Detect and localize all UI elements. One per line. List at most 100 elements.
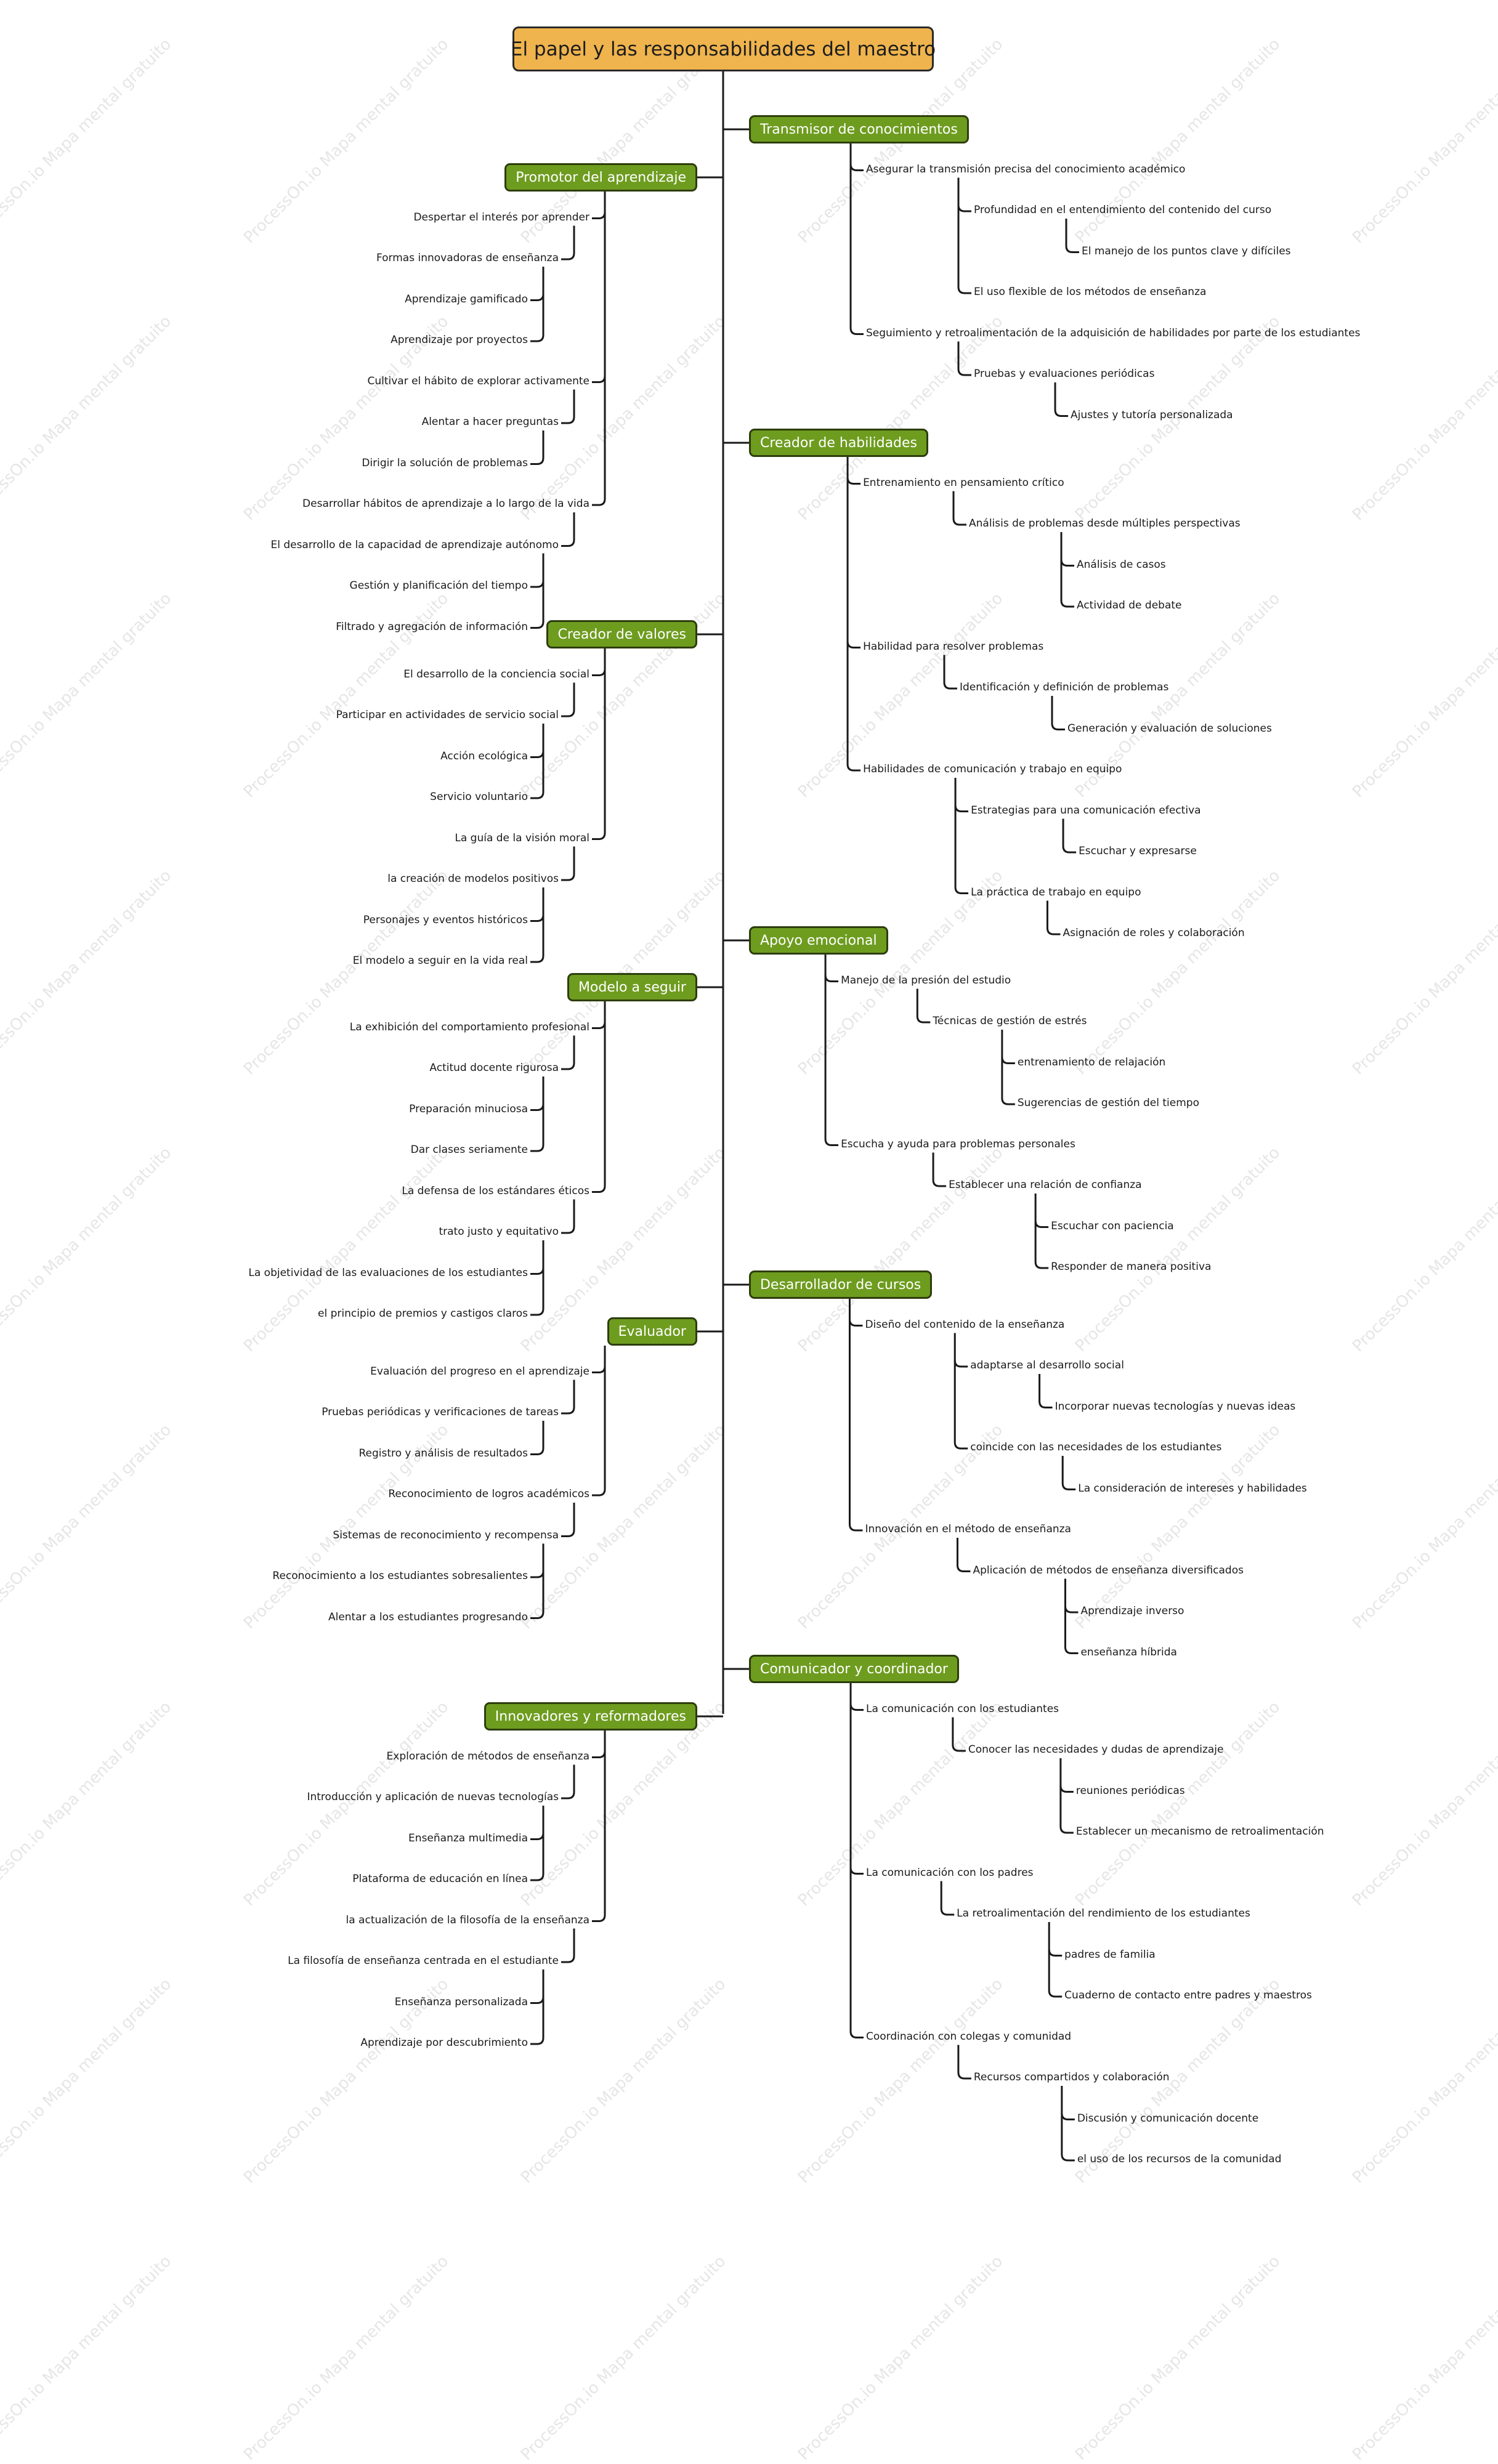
topic-node[interactable]: Profundidad en el entendimiento del cont… — [974, 204, 1272, 216]
topic-node[interactable]: Preparación minuciosa — [409, 1102, 528, 1115]
topic-node[interactable]: Evaluación del progreso en el aprendizaj… — [370, 1365, 589, 1378]
topic-node[interactable]: El modelo a seguir en la vida real — [352, 955, 528, 967]
topic-node[interactable]: trato justo y equitativo — [439, 1226, 559, 1238]
topic-node[interactable]: Filtrado y agregación de información — [336, 620, 528, 633]
topic-node[interactable]: Establecer un mecanismo de retroalimenta… — [1075, 1825, 1324, 1838]
branch-node[interactable]: Apoyo emocional — [749, 926, 888, 955]
topic-node[interactable]: Gestión y planificación del tiempo — [349, 580, 528, 592]
branch-node[interactable]: Innovadores y reformadores — [484, 1702, 697, 1731]
topic-node[interactable]: La guía de la visión moral — [455, 831, 589, 844]
topic-node[interactable]: Actividad de debate — [1077, 599, 1182, 612]
topic-node[interactable]: Escuchar con paciencia — [1051, 1219, 1174, 1232]
topic-node[interactable]: la creación de modelos positivos — [387, 873, 559, 885]
topic-node[interactable]: Cuaderno de contacto entre padres y maes… — [1064, 1989, 1312, 2001]
topic-node[interactable]: Acción ecológica — [440, 749, 528, 762]
topic-node[interactable]: Identificación y definición de problemas — [959, 681, 1169, 693]
topic-node[interactable]: Enseñanza multimedia — [408, 1832, 528, 1844]
topic-node[interactable]: Pruebas y evaluaciones periódicas — [974, 368, 1155, 380]
topic-node[interactable]: Reconocimiento a los estudiantes sobresa… — [272, 1570, 528, 1582]
topic-node[interactable]: Servicio voluntario — [430, 791, 528, 803]
topic-node[interactable]: Ajustes y tutoría personalizada — [1071, 408, 1233, 421]
topic-node[interactable]: El desarrollo de la conciencia social — [403, 668, 589, 681]
root-node-title[interactable]: El papel y las responsabilidades del mae… — [511, 26, 936, 71]
branch-node[interactable]: Modelo a seguir — [567, 973, 697, 1001]
branch-node[interactable]: Evaluador — [607, 1317, 697, 1346]
topic-node[interactable]: Responder de manera positiva — [1051, 1261, 1212, 1273]
topic-node[interactable]: La consideración de intereses y habilida… — [1078, 1482, 1307, 1495]
topic-node[interactable]: Alentar a los estudiantes progresando — [328, 1610, 528, 1623]
topic-node[interactable]: Aprendizaje por proyectos — [391, 334, 528, 346]
topic-node[interactable]: La filosofía de enseñanza centrada en el… — [288, 1955, 559, 1967]
topic-node[interactable]: La objetividad de las evaluaciones de lo… — [248, 1266, 528, 1279]
topic-node[interactable]: Alentar a hacer preguntas — [421, 416, 559, 428]
branch-node[interactable]: Desarrollador de cursos — [749, 1270, 933, 1299]
topic-node[interactable]: Habilidad para resolver problemas — [863, 640, 1044, 653]
topic-node[interactable]: Análisis de problemas desde múltiples pe… — [969, 517, 1241, 530]
topic-node[interactable]: Participar en actividades de servicio so… — [336, 709, 559, 721]
topic-node[interactable]: Introducción y aplicación de nuevas tecn… — [307, 1791, 559, 1803]
topic-node[interactable]: Formas innovadoras de enseñanza — [376, 252, 559, 264]
topic-node[interactable]: La defensa de los estándares éticos — [402, 1184, 589, 1197]
topic-node[interactable]: Generación y evaluación de soluciones — [1067, 722, 1272, 735]
topic-node[interactable]: Sistemas de reconocimiento y recompensa — [333, 1529, 559, 1541]
topic-node[interactable]: La retroalimentación del rendimiento de … — [957, 1907, 1250, 1920]
topic-node[interactable]: Manejo de la presión del estudio — [841, 974, 1011, 987]
topic-node[interactable]: Aprendizaje por descubrimiento — [360, 2037, 528, 2049]
topic-node[interactable]: Escuchar y expresarse — [1079, 845, 1197, 857]
topic-node[interactable]: Cultivar el hábito de explorar activamen… — [367, 374, 589, 387]
topic-node[interactable]: Innovación en el método de enseñanza — [865, 1523, 1071, 1535]
topic-node[interactable]: Actitud docente rigurosa — [429, 1062, 559, 1074]
topic-node[interactable]: Habilidades de comunicación y trabajo en… — [863, 763, 1122, 775]
topic-node[interactable]: Desarrollar hábitos de aprendizaje a lo … — [302, 498, 589, 510]
topic-node[interactable]: adaptarse al desarrollo social — [970, 1359, 1124, 1371]
branch-node[interactable]: Transmisor de conocimientos — [749, 115, 969, 143]
topic-node[interactable]: Dar clases seriamente — [410, 1144, 528, 1156]
topic-node[interactable]: Enseñanza personalizada — [394, 1995, 528, 2008]
topic-node[interactable]: la actualización de la filosofía de la e… — [346, 1913, 589, 1926]
topic-node[interactable]: Seguimiento y retroalimentación de la ad… — [866, 326, 1361, 339]
topic-node[interactable]: Pruebas periódicas y verificaciones de t… — [322, 1406, 559, 1418]
branch-node[interactable]: Comunicador y coordinador — [749, 1655, 959, 1683]
topic-node[interactable]: Recursos compartidos y colaboración — [973, 2071, 1170, 2083]
topic-node[interactable]: La exhibición del comportamiento profesi… — [349, 1020, 589, 1033]
topic-node[interactable]: Coordinación con colegas y comunidad — [866, 2030, 1072, 2043]
topic-node[interactable]: Asegurar la transmisión precisa del cono… — [866, 163, 1186, 176]
topic-node[interactable]: padres de familia — [1064, 1948, 1156, 1961]
topic-node[interactable]: Aplicación de métodos de enseñanza diver… — [973, 1564, 1244, 1577]
topic-node[interactable]: Registro y análisis de resultados — [358, 1447, 528, 1460]
topic-node[interactable]: reuniones periódicas — [1075, 1784, 1185, 1797]
topic-node[interactable]: el principio de premios y castigos claro… — [317, 1307, 528, 1320]
branch-node[interactable]: Creador de habilidades — [749, 429, 929, 457]
topic-node[interactable]: Análisis de casos — [1077, 558, 1166, 571]
topic-node[interactable]: El desarrollo de la capacidad de aprendi… — [270, 538, 559, 551]
topic-node[interactable]: Reconocimiento de logros académicos — [388, 1488, 589, 1500]
topic-node[interactable]: El manejo de los puntos clave y difícile… — [1082, 244, 1291, 257]
topic-node[interactable]: Sugerencias de gestión del tiempo — [1017, 1097, 1199, 1109]
topic-node[interactable]: La comunicación con los estudiantes — [866, 1702, 1059, 1715]
branch-node[interactable]: Creador de valores — [546, 620, 697, 648]
topic-node[interactable]: enseñanza híbrida — [1080, 1646, 1177, 1658]
topic-node[interactable]: Entrenamiento en pensamiento crítico — [863, 476, 1064, 489]
topic-node[interactable]: Dirigir la solución de problemas — [362, 456, 528, 469]
topic-node[interactable]: Diseño del contenido de la enseñanza — [865, 1318, 1065, 1331]
topic-node[interactable]: Técnicas de gestión de estrés — [933, 1015, 1087, 1027]
topic-node[interactable]: Discusión y comunicación docente — [1077, 2112, 1259, 2125]
topic-node[interactable]: La práctica de trabajo en equipo — [971, 886, 1141, 899]
topic-node[interactable]: Estrategias para una comunicación efecti… — [971, 804, 1201, 817]
topic-node[interactable]: Aprendizaje inverso — [1080, 1605, 1184, 1617]
topic-node[interactable]: entrenamiento de relajación — [1017, 1056, 1166, 1068]
topic-node[interactable]: coincide con las necesidades de los estu… — [970, 1441, 1222, 1453]
branch-node[interactable]: Promotor del aprendizaje — [504, 163, 697, 192]
topic-node[interactable]: Plataforma de educación en línea — [352, 1873, 528, 1885]
topic-node[interactable]: Incorporar nuevas tecnologías y nuevas i… — [1055, 1400, 1296, 1413]
topic-node[interactable]: Aprendizaje gamificado — [405, 293, 528, 305]
topic-node[interactable]: Asignación de roles y colaboración — [1063, 927, 1245, 939]
topic-node[interactable]: Despertar el interés por aprender — [413, 211, 589, 224]
topic-node[interactable]: Escucha y ayuda para problemas personale… — [841, 1137, 1075, 1150]
topic-node[interactable]: Personajes y eventos históricos — [363, 913, 528, 926]
topic-node[interactable]: el uso de los recursos de la comunidad — [1077, 2153, 1282, 2165]
topic-node[interactable]: La comunicación con los padres — [866, 1866, 1034, 1879]
topic-node[interactable]: Establecer una relación de confianza — [949, 1179, 1142, 1191]
topic-node[interactable]: Exploración de métodos de enseñanza — [386, 1750, 589, 1763]
topic-node[interactable]: Conocer las necesidades y dudas de apren… — [968, 1743, 1224, 1756]
